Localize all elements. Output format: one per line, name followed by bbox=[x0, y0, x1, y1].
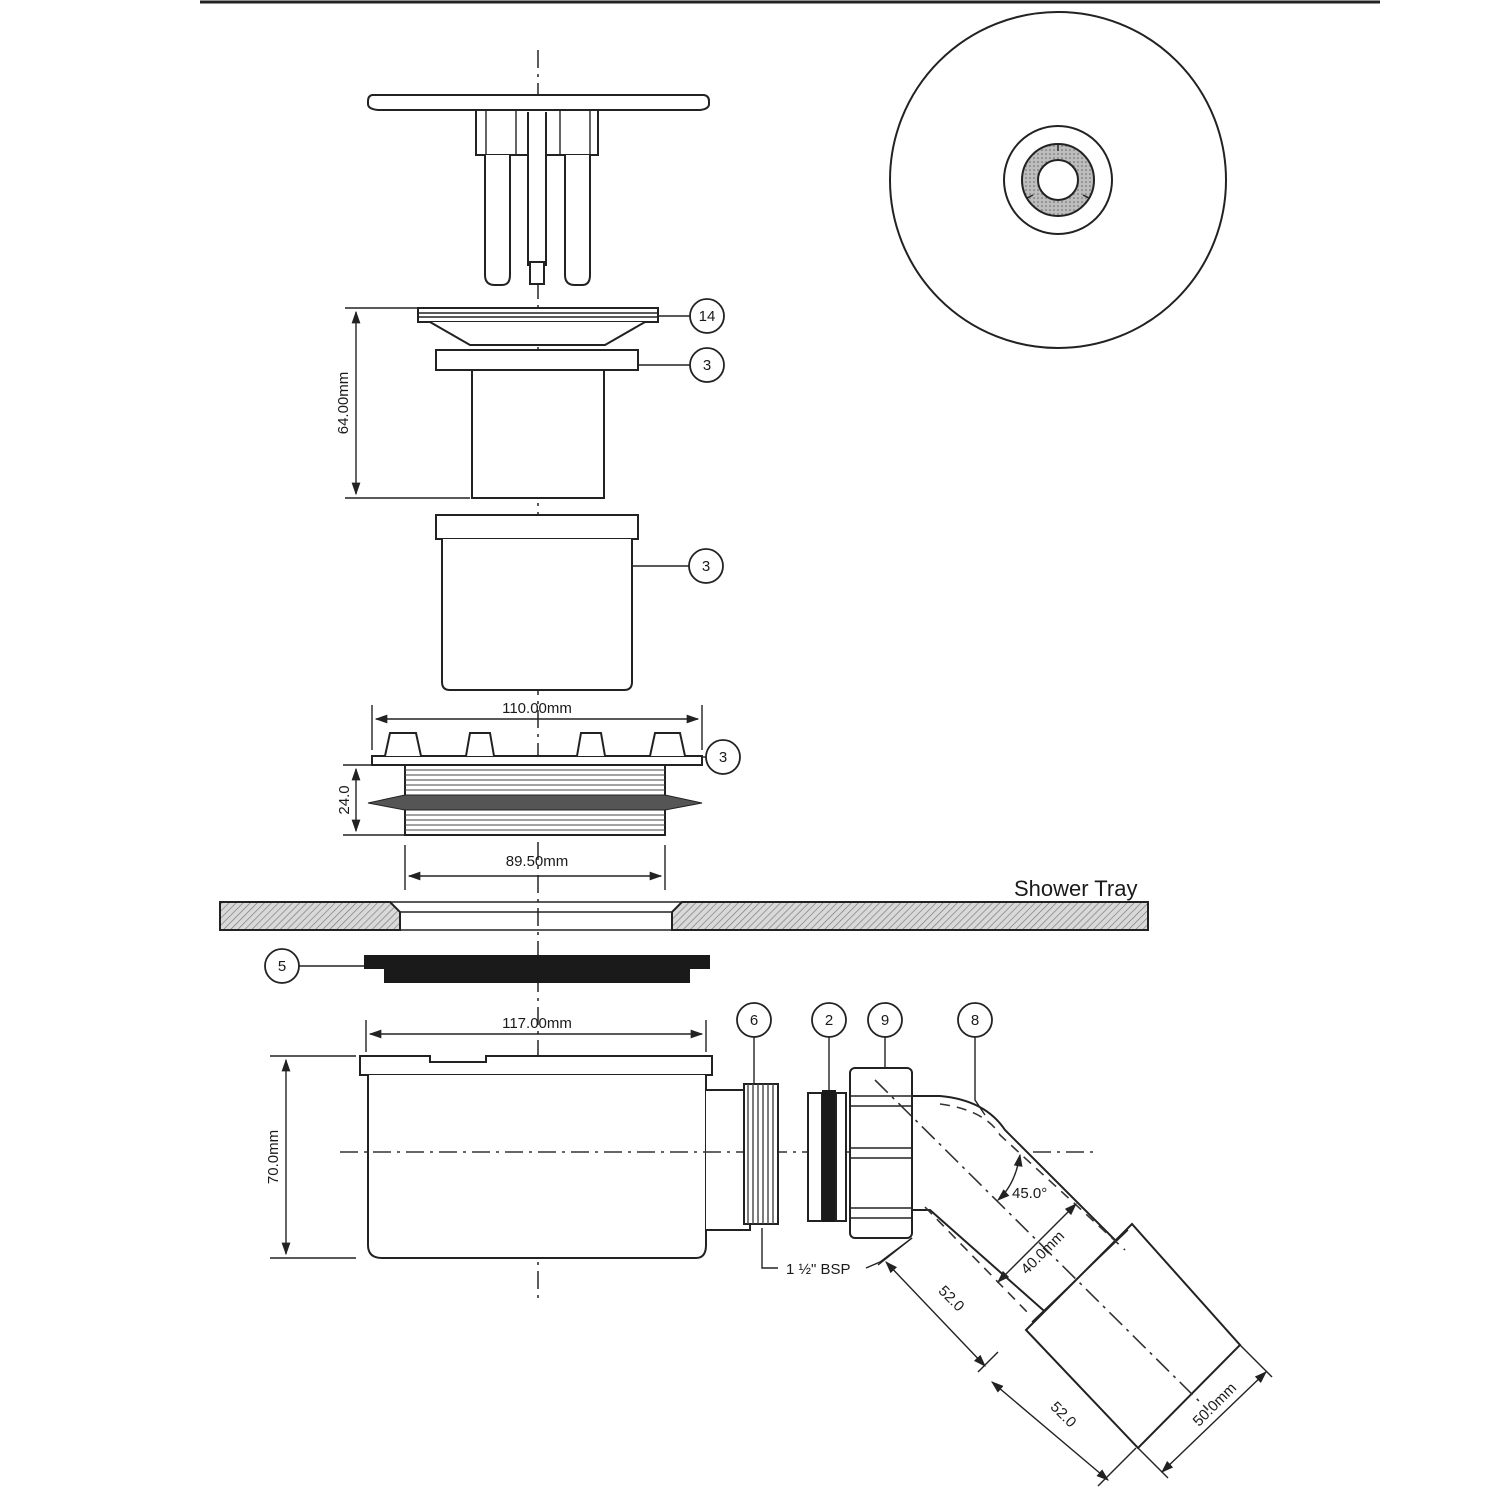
dim-thread-width-label: 89.50mm bbox=[506, 853, 569, 870]
washer-part-2 bbox=[807, 1090, 847, 1222]
angle-label: 45.0° bbox=[1012, 1185, 1047, 1202]
drain-cover-side-view bbox=[367, 94, 710, 286]
flange-ring-part-14 bbox=[417, 307, 659, 346]
drain-cover-top-view bbox=[889, 11, 1227, 349]
callout-14: 14 bbox=[658, 298, 725, 334]
dim-thread-height-label: 24.0 bbox=[336, 785, 353, 814]
dim-cap-height-label: 64.00mm bbox=[335, 372, 352, 435]
gasket-part-5 bbox=[364, 955, 710, 983]
callout-5: 5 bbox=[264, 948, 364, 984]
callout-3-upper: 3 bbox=[638, 347, 725, 383]
dimension-trap-width: 117.00mm bbox=[365, 1015, 707, 1052]
elbow-part-8 bbox=[874, 1079, 1242, 1450]
callout-14-label: 14 bbox=[699, 308, 716, 325]
dimension-cap-height: 64.00mm bbox=[335, 307, 470, 499]
dimension-thread-width: 89.50mm bbox=[404, 845, 666, 890]
callout-8-label: 8 bbox=[971, 1012, 979, 1029]
angle-annotation: 45.0° bbox=[997, 1153, 1047, 1202]
flange-lugs-part-3 bbox=[371, 732, 703, 766]
callout-3-lower: 3 bbox=[702, 739, 741, 775]
thread-size-label: 1 ½" BSP bbox=[786, 1261, 851, 1278]
callout-9-label: 9 bbox=[881, 1012, 889, 1029]
threaded-body bbox=[367, 764, 703, 836]
callout-6-label: 6 bbox=[750, 1012, 758, 1029]
dim-elbow-leg-a-label: 52.0 bbox=[935, 1282, 968, 1315]
callout-6: 6 bbox=[736, 1002, 772, 1084]
compression-nut-part-9 bbox=[849, 1067, 913, 1239]
callout-3-lower-label: 3 bbox=[719, 749, 727, 766]
callout-8: 8 bbox=[957, 1002, 993, 1116]
shower-tray-label: Shower Tray bbox=[1014, 876, 1138, 901]
dim-elbow-leg-b-label: 52.0 bbox=[1047, 1398, 1080, 1431]
outlet-thread-part-6 bbox=[743, 1083, 779, 1225]
dim-trap-width-label: 117.00mm bbox=[502, 1015, 572, 1032]
callout-2-label: 2 bbox=[825, 1012, 833, 1029]
shower-tray-section: Shower Tray bbox=[219, 876, 1149, 931]
dimension-thread-height: 24.0 bbox=[336, 764, 404, 836]
callout-3-middle-label: 3 bbox=[702, 558, 710, 575]
callout-2: 2 bbox=[811, 1002, 847, 1090]
dimension-trap-height: 70.0mm bbox=[265, 1055, 356, 1259]
dim-flange-width-label: 110.00mm bbox=[502, 700, 572, 717]
dimension-flange-width: 110.00mm bbox=[371, 700, 703, 750]
callout-3-upper-label: 3 bbox=[703, 357, 711, 374]
body-middle-part-3 bbox=[435, 514, 639, 691]
callout-3-middle: 3 bbox=[632, 548, 724, 584]
trap-body bbox=[359, 1055, 751, 1259]
callout-9: 9 bbox=[867, 1002, 903, 1068]
body-upper-part-3 bbox=[435, 349, 639, 499]
thread-size-annotation: 1 ½" BSP bbox=[761, 1228, 913, 1278]
dim-trap-height-label: 70.0mm bbox=[265, 1130, 282, 1184]
callout-5-label: 5 bbox=[278, 958, 286, 975]
dimension-elbow-leg-a: 52.0 bbox=[877, 1237, 999, 1373]
